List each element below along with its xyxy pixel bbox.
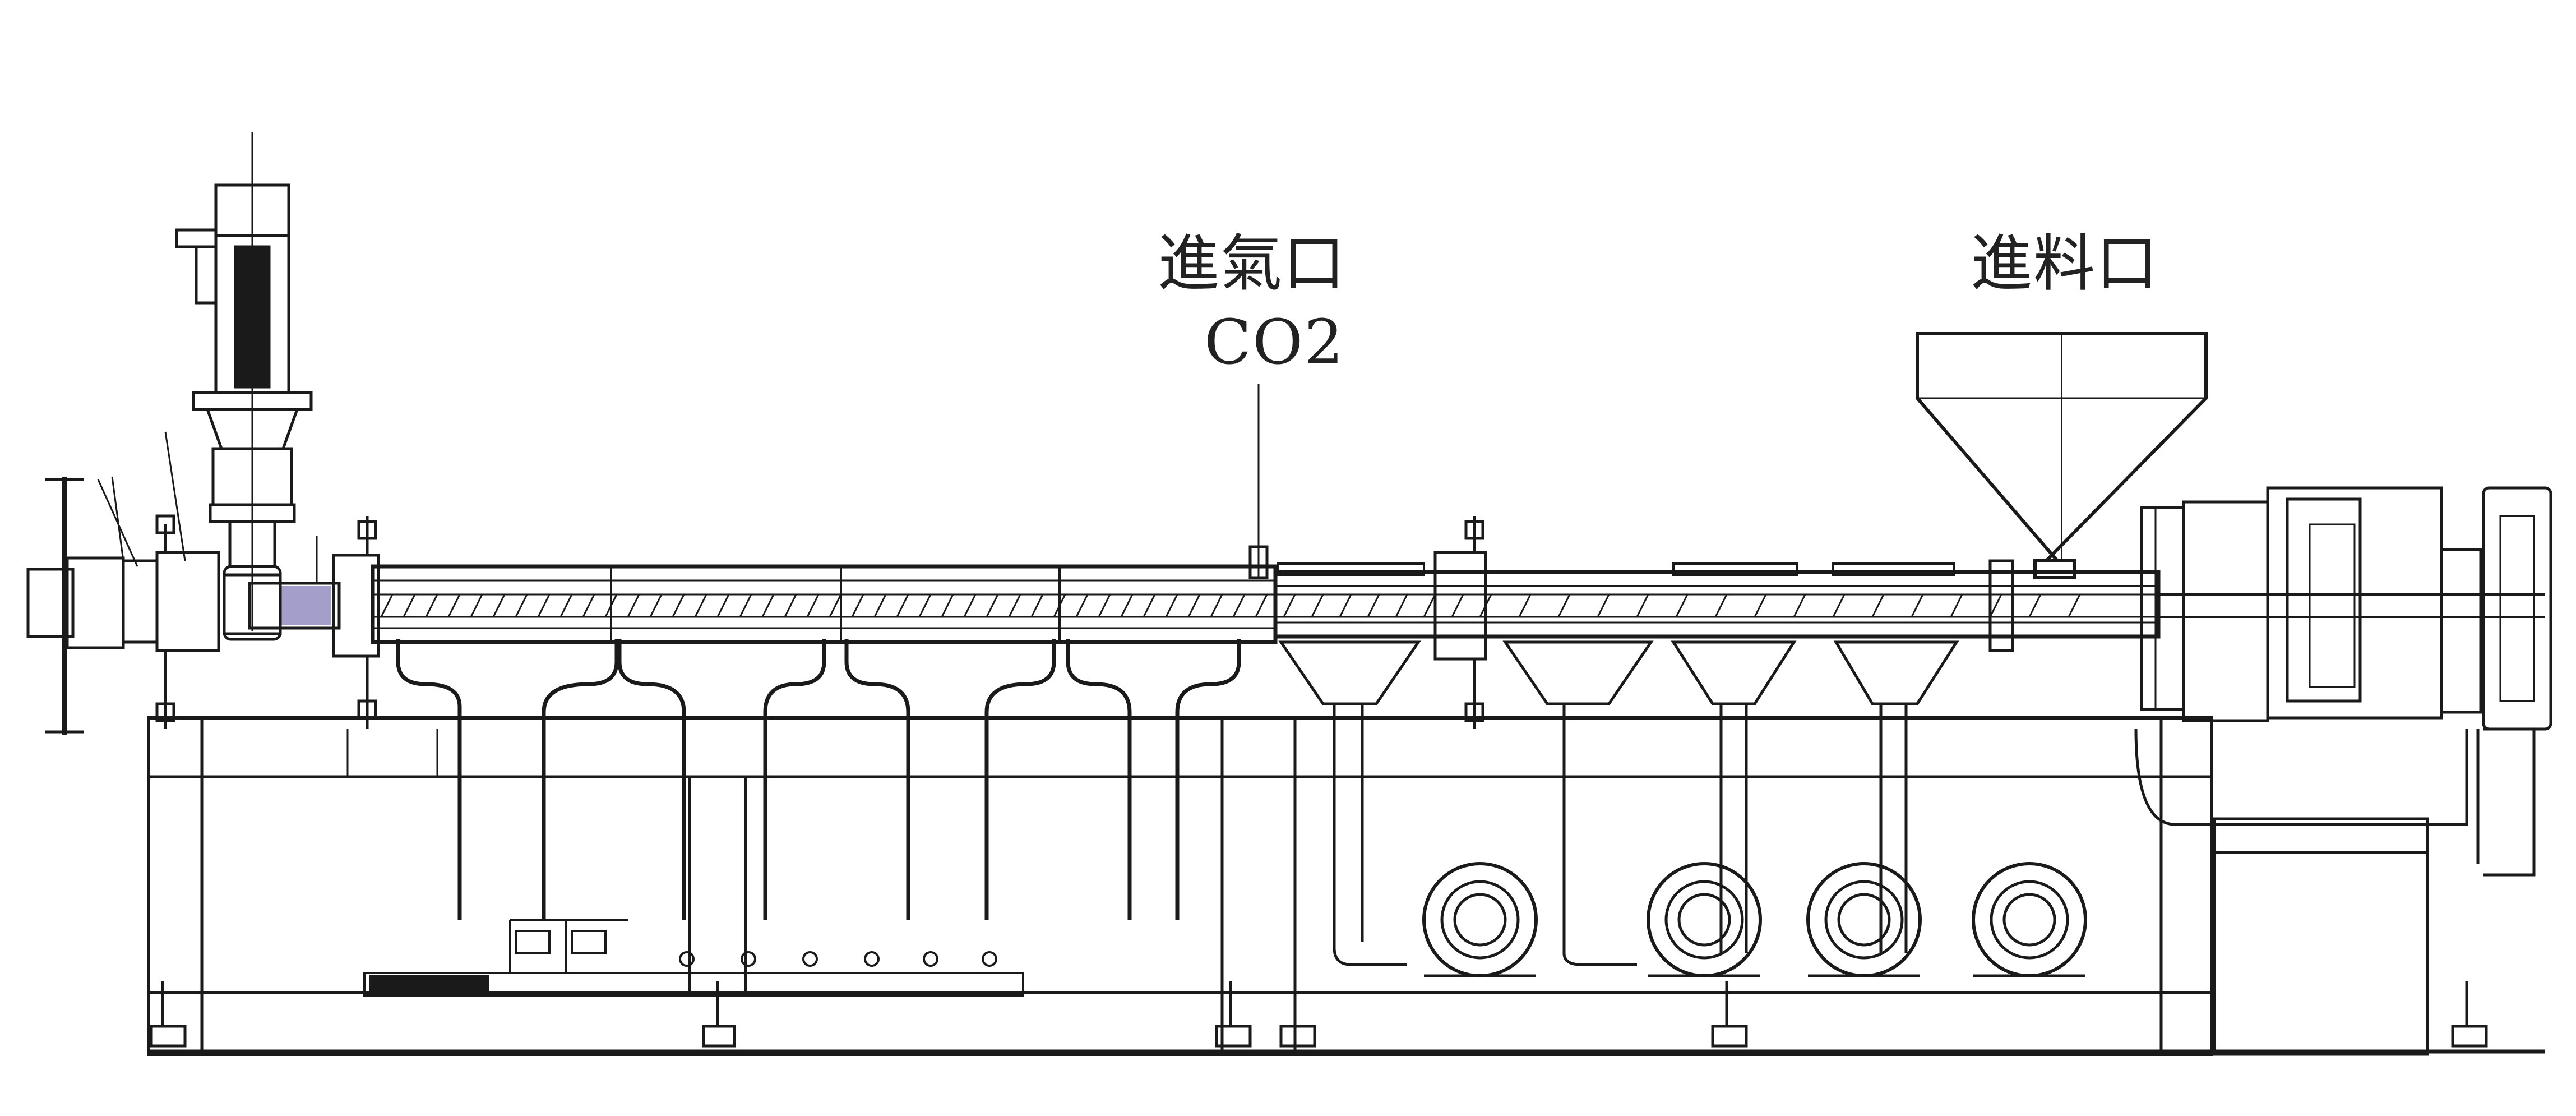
gear-motor [165, 132, 317, 639]
heater-cables [398, 639, 1239, 920]
feed-hopper [1917, 334, 2206, 578]
extruder-barrel [373, 561, 2158, 651]
cooling-blowers [1281, 642, 2085, 976]
die-head [28, 477, 339, 735]
co2-label: CO2 [1204, 306, 1345, 378]
gas-inlet-label: 進氣口 [1158, 228, 1346, 299]
barrel-flanges [334, 516, 1486, 729]
lower-rail [364, 920, 1023, 995]
base-frame [149, 718, 2545, 1054]
extruder-screw [373, 594, 2158, 617]
gearbox-drive [2136, 488, 2551, 1054]
gas-injection-port [1250, 384, 1267, 578]
feed-inlet-label: 進料口 [1971, 228, 2159, 299]
leveling-feet [151, 981, 2486, 1046]
